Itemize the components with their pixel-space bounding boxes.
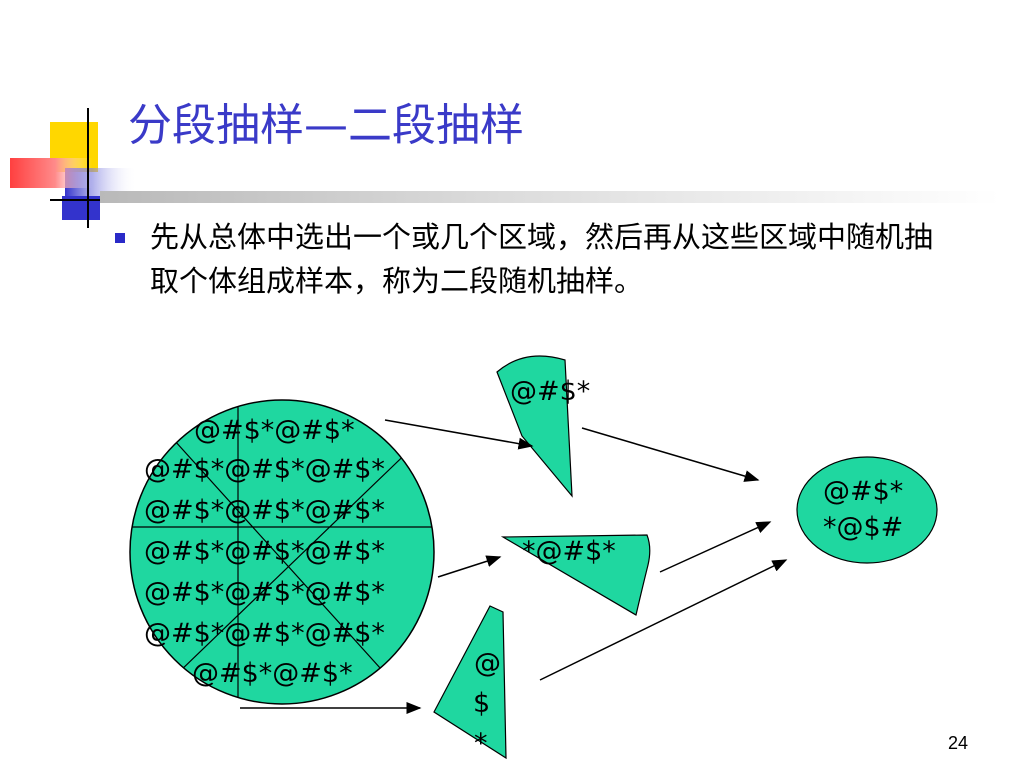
arrow-region-2-to-sample <box>659 521 772 573</box>
region-2-shape <box>500 534 651 616</box>
region-3-label: @ <box>474 648 501 679</box>
region-2-label: *@#$* <box>522 536 616 567</box>
population-row: @#$*@#$*@#$* <box>144 495 385 526</box>
arrow-region-1-to-sample <box>581 427 760 482</box>
population-row: @#$*@#$*@#$* <box>144 536 385 567</box>
population-row: @#$*@#$*@#$* <box>144 454 385 485</box>
region-3-label: $ <box>473 688 491 719</box>
bullet-marker <box>115 233 125 243</box>
region-dividers <box>130 400 434 704</box>
region-3-label: * <box>474 728 488 759</box>
sample-ellipse <box>796 456 938 564</box>
region-1-shape <box>496 355 573 498</box>
region-1-label: @#$* <box>510 376 591 407</box>
arrow-population-to-region-2 <box>437 555 502 578</box>
bullet-text: 先从总体中选出一个或几个区域，然后再从这些区域中随机抽取个体组成样本，称为二段随… <box>150 220 934 298</box>
slide-title: 分段抽样—二段抽样 <box>128 100 524 151</box>
population-row: @#$*@#$*@#$* <box>144 577 385 608</box>
region-3-shape <box>433 605 507 760</box>
arrow-population-to-region-1 <box>384 419 534 450</box>
population-row: @#$*@#$*@#$* <box>144 618 385 649</box>
page-number: 24 <box>947 733 968 753</box>
population-row: @#$*@#$* <box>194 415 355 446</box>
title-underline <box>100 191 1000 203</box>
sample-label: @#$* <box>823 476 904 507</box>
arrow-region-3-to-sample <box>539 559 788 681</box>
population-row: @#$*@#$* <box>192 658 353 689</box>
sample-label: *@$# <box>823 512 904 543</box>
